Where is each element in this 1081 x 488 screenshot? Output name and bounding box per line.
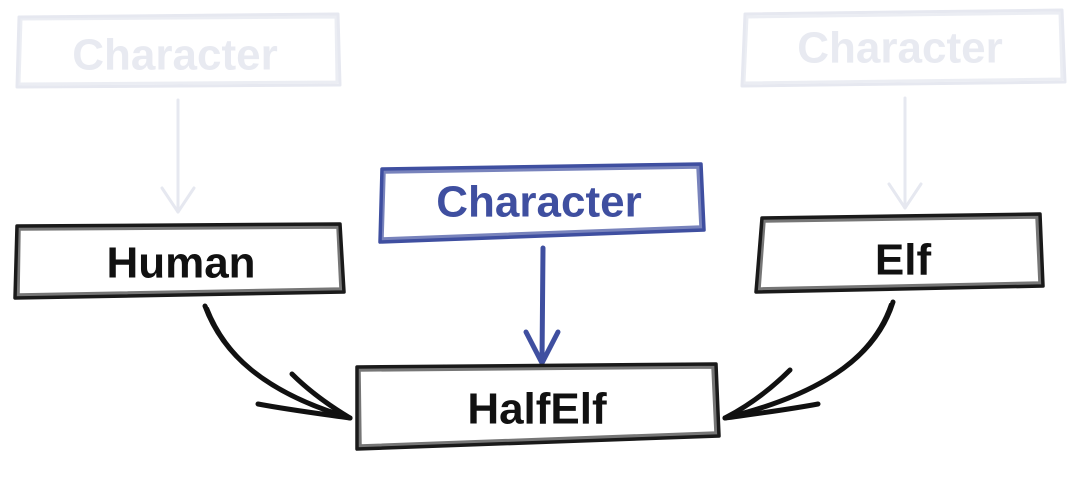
- elf-to-halfelf-arrow: [722, 299, 896, 421]
- faded-right-arrow: [887, 96, 923, 210]
- faded-right-character-label: Character: [797, 24, 1002, 73]
- faded-left-character-node: Character: [15, 12, 342, 89]
- center-character-label: Character: [436, 178, 641, 227]
- halfelf-node: HalfElf: [355, 362, 721, 451]
- faded-left-arrow: [160, 98, 196, 214]
- center-character-node: Character: [378, 162, 706, 244]
- elf-label: Elf: [875, 236, 932, 285]
- human-label: Human: [106, 239, 255, 288]
- human-to-halfelf-arrow: [202, 303, 353, 421]
- faded-left-character-label: Character: [72, 31, 277, 80]
- faded-right-character-node: Character: [740, 8, 1067, 88]
- halfelf-label: HalfElf: [467, 385, 607, 434]
- human-node: Human: [13, 222, 346, 300]
- elf-node: Elf: [754, 212, 1045, 294]
- center-to-halfelf-arrow: [523, 245, 561, 366]
